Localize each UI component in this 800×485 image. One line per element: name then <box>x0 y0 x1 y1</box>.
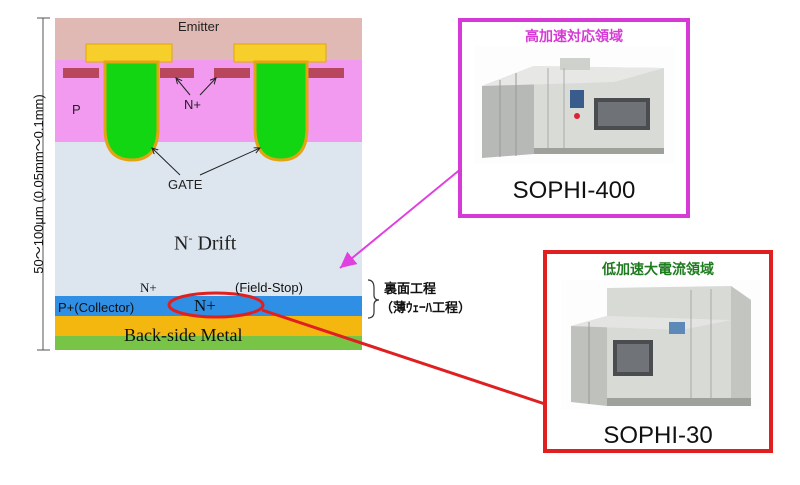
thickness-label-text: 50～100μm (0.05mm～0.1mm) <box>31 94 46 274</box>
sophi400-panel: 高加速対応領域 SOPHI-400 <box>458 18 690 218</box>
process-label-line1: 裏面工程 <box>384 281 437 296</box>
trench-gate <box>253 60 309 162</box>
sophi30-name: SOPHI-30 <box>603 422 713 449</box>
field-stop-n-plus-label: N+ <box>140 280 157 295</box>
sophi400-machine-image <box>474 46 674 164</box>
process-brace <box>367 279 380 319</box>
n-drift-label: N- Drift <box>174 232 236 254</box>
emitter-label: Emitter <box>178 19 220 34</box>
n-plus-pointer <box>176 78 191 96</box>
sophi30-machine-image <box>561 280 761 410</box>
n-drift-main: N <box>174 232 189 255</box>
field-stop-label: (Field-Stop) <box>235 280 303 295</box>
p-label: P <box>72 102 81 117</box>
n-plus-cell <box>160 68 194 78</box>
sophi400-name: SOPHI-400 <box>512 177 636 204</box>
n-plus-spot-label: N+ <box>194 296 216 315</box>
n-drift-rest: Drift <box>192 232 237 255</box>
sophi400-arrow <box>339 167 463 269</box>
sophi400-title: 高加速対応領域 <box>525 28 623 44</box>
field-stop-layer <box>55 296 362 316</box>
collector-label: P+(Collector) <box>58 300 135 315</box>
gate-pointer <box>199 148 260 176</box>
n-drift-sup: - <box>188 231 193 245</box>
sophi30-title: 低加速大電流領域 <box>602 261 714 277</box>
collector-layer <box>55 316 362 336</box>
back-side-metal-label: Back-side Metal <box>124 325 243 345</box>
n-drift-region <box>55 142 362 296</box>
n-plus-pointer <box>199 78 216 96</box>
n-plus-cell <box>214 68 250 78</box>
back-side-metal-base <box>55 336 362 350</box>
process-label-line2: （薄ｳｪｰﾊ工程） <box>380 300 472 315</box>
n-plus-highlight-oval <box>167 291 265 319</box>
gate-label: GATE <box>168 177 203 192</box>
gate-pointer <box>152 148 181 176</box>
gate-pad <box>233 43 327 63</box>
trench-gate <box>103 60 160 162</box>
n-plus-cell <box>308 68 344 78</box>
n-plus-label: N+ <box>184 97 201 112</box>
sophi30-panel: 低加速大電流領域 SOPHI-30 <box>543 250 773 453</box>
gate-pad <box>85 43 173 63</box>
sophi30-connector <box>261 308 549 407</box>
n-plus-cell <box>63 68 99 78</box>
